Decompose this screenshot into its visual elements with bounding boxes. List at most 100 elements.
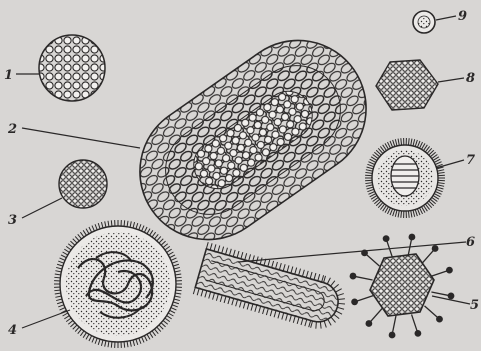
fringe-spike (274, 311, 276, 318)
fringe-spike (216, 294, 218, 301)
spike-knob (432, 245, 439, 252)
label-2: 2 (7, 122, 17, 137)
fringe-spike (201, 290, 203, 297)
fringe-spike (206, 242, 208, 249)
fringe-spike (251, 304, 253, 311)
fringe-spike (309, 320, 311, 327)
fringe-spike (295, 268, 297, 275)
fringe-spike (259, 306, 261, 313)
fringe-spike (220, 295, 222, 302)
fringe-spike (205, 291, 207, 298)
fringe-spike (338, 297, 345, 301)
fringe-spike (241, 252, 243, 259)
fringe-spike (239, 301, 241, 308)
fringe-spike (282, 313, 284, 320)
fringe-spike (305, 319, 307, 326)
label-6: 6 (466, 235, 475, 250)
leader-line-4 (22, 310, 70, 328)
fringe-spike (226, 248, 228, 255)
fringe-spike (237, 251, 239, 258)
spike-knob (350, 273, 357, 280)
fringe-spike (297, 317, 299, 324)
fringe-spike (193, 287, 195, 294)
fringe-spike (255, 305, 257, 312)
fringe-spike (224, 296, 226, 303)
fringe-spike (337, 307, 344, 309)
leader-line-9 (436, 16, 456, 20)
fringe-spike (306, 271, 308, 278)
virus-1-spherical-capsid (39, 35, 105, 101)
fringe-spike (249, 254, 251, 261)
leader-line-3 (22, 198, 62, 218)
fringe-spike (287, 265, 289, 272)
virus-9-tiny-particle (413, 11, 435, 33)
fringe-spike (197, 288, 199, 295)
fringe-spike (276, 262, 278, 269)
virus-3-small-sphere (59, 160, 107, 208)
fringe-spike (311, 321, 313, 328)
fringe-spike (228, 297, 230, 304)
fringe-spike (299, 269, 301, 276)
fringe-spike (245, 253, 247, 260)
fringe-spike (222, 247, 224, 254)
spike-knob (414, 330, 421, 337)
fringe-spike (293, 316, 295, 323)
spike-knob (389, 332, 396, 339)
fringe-spike (260, 258, 262, 265)
fringe-spike (291, 266, 293, 273)
label-8: 8 (466, 71, 475, 86)
spike-knob (448, 293, 455, 300)
fringe-spike (263, 307, 265, 314)
fringe-spike (279, 263, 281, 270)
virus-2-oblong-enveloped (113, 14, 393, 267)
spike-knob (351, 298, 358, 305)
leader-line-7 (436, 160, 464, 168)
label-1: 1 (4, 68, 13, 83)
label-4: 4 (8, 323, 17, 338)
fringe-spike (229, 249, 231, 256)
fringe-spike (324, 276, 326, 283)
fringe-spike (243, 302, 245, 309)
fringe-spike (338, 302, 345, 305)
fringe-spike (283, 264, 285, 271)
virus-7-striated-core (365, 138, 445, 218)
virus-6-rod-shaped (193, 242, 351, 335)
label-3: 3 (8, 213, 17, 228)
virus-8-hexagonal-capsid (376, 60, 438, 110)
fringe-spike (270, 309, 272, 316)
fringe-spike (314, 273, 316, 280)
fringe-spike (319, 322, 323, 329)
fringe-spike (289, 315, 291, 322)
fringe-spike (286, 314, 288, 321)
fringe-spike (301, 318, 303, 325)
spike-knob (365, 320, 372, 327)
fringe-spike (213, 293, 215, 300)
label-7: 7 (466, 153, 475, 168)
fringe-spike (247, 303, 249, 310)
fringe-spike (210, 243, 212, 250)
label-5: 5 (470, 298, 479, 313)
spike-knob (409, 234, 416, 241)
virus-5-icosahedral-spiked (350, 234, 455, 339)
fringe-spike (322, 275, 324, 282)
fringe-spike (272, 261, 274, 268)
fringe-spike (315, 322, 318, 329)
fringe-spike (218, 246, 220, 253)
spike-knob (446, 267, 453, 274)
fringe-spike (236, 300, 238, 307)
fringe-spike (310, 272, 312, 279)
spike-knob (436, 316, 443, 323)
label-9: 9 (458, 9, 467, 24)
fringe-spike (209, 292, 211, 299)
fringe-spike (318, 274, 320, 281)
fringe-spike (232, 298, 234, 305)
virus-4-coiled-nucleocapsid (54, 220, 182, 348)
fringe-spike (268, 260, 270, 267)
leader-line-2 (22, 128, 140, 148)
spike-knob (383, 235, 390, 242)
fringe-spike (266, 308, 268, 315)
fringe-spike (302, 270, 304, 277)
leader-line-8 (438, 78, 464, 82)
